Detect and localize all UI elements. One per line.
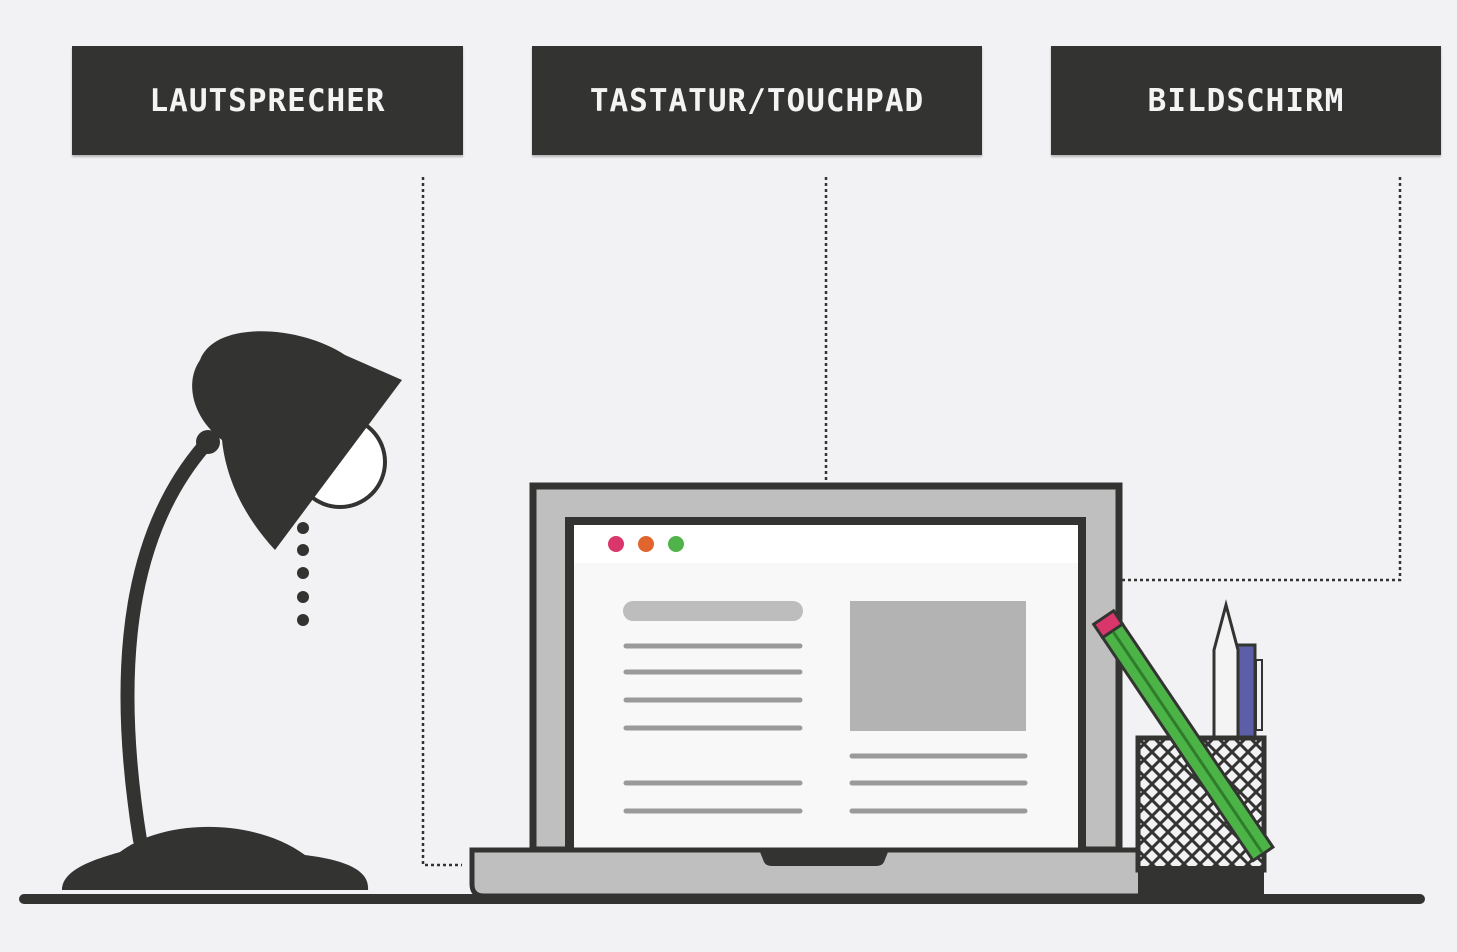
connector-speaker — [423, 177, 462, 865]
label-keyboard-touchpad: TASTATUR/TOUCHPAD — [532, 46, 982, 155]
window-maximize-dot — [668, 536, 684, 552]
cup-bottom — [1138, 866, 1264, 894]
content-heading-bar — [623, 601, 803, 621]
window-close-dot — [608, 536, 624, 552]
label-screen: BILDSCHIRM — [1051, 46, 1441, 155]
desk-lamp-icon — [62, 331, 402, 890]
content-image-placeholder — [850, 601, 1026, 731]
lamp-arm — [127, 445, 205, 840]
lamp-pull-chain — [297, 522, 309, 626]
laptop-notch — [760, 852, 888, 866]
laptop-icon — [472, 486, 1166, 896]
lamp-base — [62, 827, 368, 890]
label-speaker: LAUTSPRECHER — [72, 46, 463, 155]
window-minimize-dot — [638, 536, 654, 552]
pen-clip — [1256, 660, 1262, 730]
